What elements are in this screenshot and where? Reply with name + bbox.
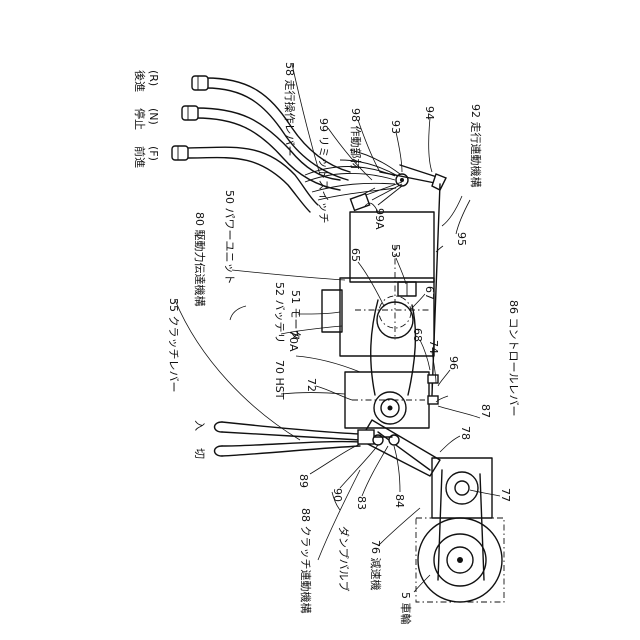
- label-74: 74: [427, 340, 440, 354]
- label-90: 90: [331, 488, 344, 502]
- label-dump-valve: ダンプバルブ: [337, 526, 351, 592]
- label-76: 76 減速機: [369, 540, 383, 591]
- label-93: 93: [389, 120, 402, 134]
- label-55: 55 クラッチレバー: [167, 298, 180, 393]
- label-58: 58 走行操作レバー: [283, 62, 297, 157]
- label-84: 84: [393, 494, 406, 508]
- label-5: 5 車輪: [399, 592, 413, 625]
- label-stop-code: (N): [147, 108, 160, 125]
- label-70: 70 HST: [273, 360, 286, 400]
- label-70a: 70A: [287, 330, 300, 352]
- wheel: [416, 518, 504, 602]
- label-89: 89: [297, 474, 310, 488]
- label-94: 94: [423, 106, 436, 120]
- motor-belt: [371, 300, 416, 395]
- label-stop: 停止: [133, 108, 147, 130]
- label-50: 50 パワーユニット: [223, 190, 236, 285]
- label-off: 切: [193, 448, 206, 459]
- clutch-lever: [215, 422, 361, 456]
- hst-unit: [345, 372, 438, 428]
- label-86: 86 コントロールレバー: [507, 300, 520, 417]
- label-95: 95: [455, 232, 468, 246]
- label-99a: 99A: [373, 208, 386, 230]
- label-reverse-code: (R): [147, 70, 160, 86]
- label-87: 87: [479, 404, 492, 418]
- label-forward-code: (F): [147, 146, 160, 161]
- label-96: 96: [447, 356, 460, 370]
- label-reverse: 後進: [133, 70, 147, 92]
- label-52: 52 バッテリ: [273, 282, 286, 344]
- label-forward: 前進: [133, 146, 147, 168]
- label-67: 67: [423, 286, 436, 300]
- label-on: 入: [193, 420, 206, 431]
- label-68: 68: [411, 328, 424, 342]
- label-78: 78: [459, 426, 472, 440]
- label-80: 80 駆動力伝達機構: [193, 212, 207, 307]
- label-65: 65: [349, 248, 362, 262]
- label-99: 99 リミットスイッチ: [317, 118, 330, 224]
- label-98: 98 作動部材: [349, 108, 363, 170]
- label-92: 92 走行連動機構: [469, 104, 483, 188]
- label-53: 53: [389, 244, 402, 258]
- leader-lines: [175, 64, 500, 592]
- label-72: 72: [305, 378, 318, 392]
- indicator-arrow-80: [230, 306, 246, 320]
- label-88: 88 クラッチ連動機構: [299, 508, 313, 614]
- pivot-mechanism: [366, 165, 446, 205]
- label-83: 83: [355, 496, 368, 510]
- label-77: 77: [499, 488, 512, 502]
